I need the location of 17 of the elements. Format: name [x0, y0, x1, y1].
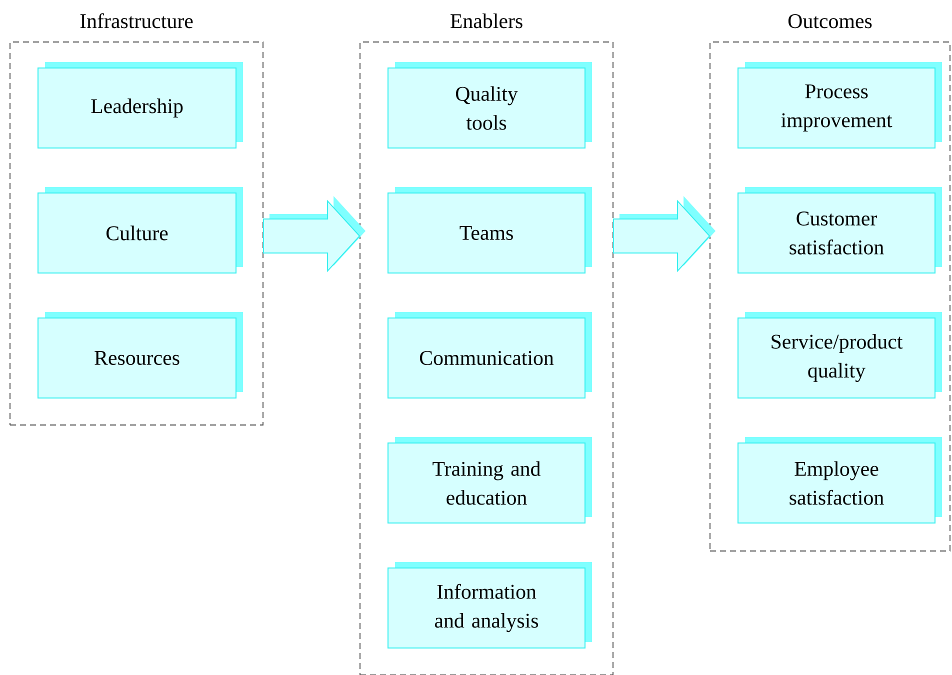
block-arrow [612, 196, 716, 272]
process-box: Process improvement [738, 62, 942, 148]
process-box: Information and analysis [388, 562, 592, 648]
node-label: Outcomes [788, 14, 872, 28]
node-label: Enablers [450, 13, 522, 28]
process-box: Training and education [388, 437, 592, 524]
process-box: Employee satisfaction [738, 437, 942, 524]
process-box: Customer satisfaction [738, 187, 942, 274]
process-box: Service/product quality [738, 312, 942, 398]
process-box: Leadership [38, 62, 243, 148]
process-box: Culture [38, 187, 243, 274]
node-label: Infrastructure [80, 13, 193, 28]
process-box: Teams [388, 187, 592, 274]
process-box: Communication [388, 312, 592, 398]
block-arrow [262, 196, 366, 272]
process-box: Resources [38, 312, 243, 398]
process-box: Quality tools [388, 62, 592, 148]
